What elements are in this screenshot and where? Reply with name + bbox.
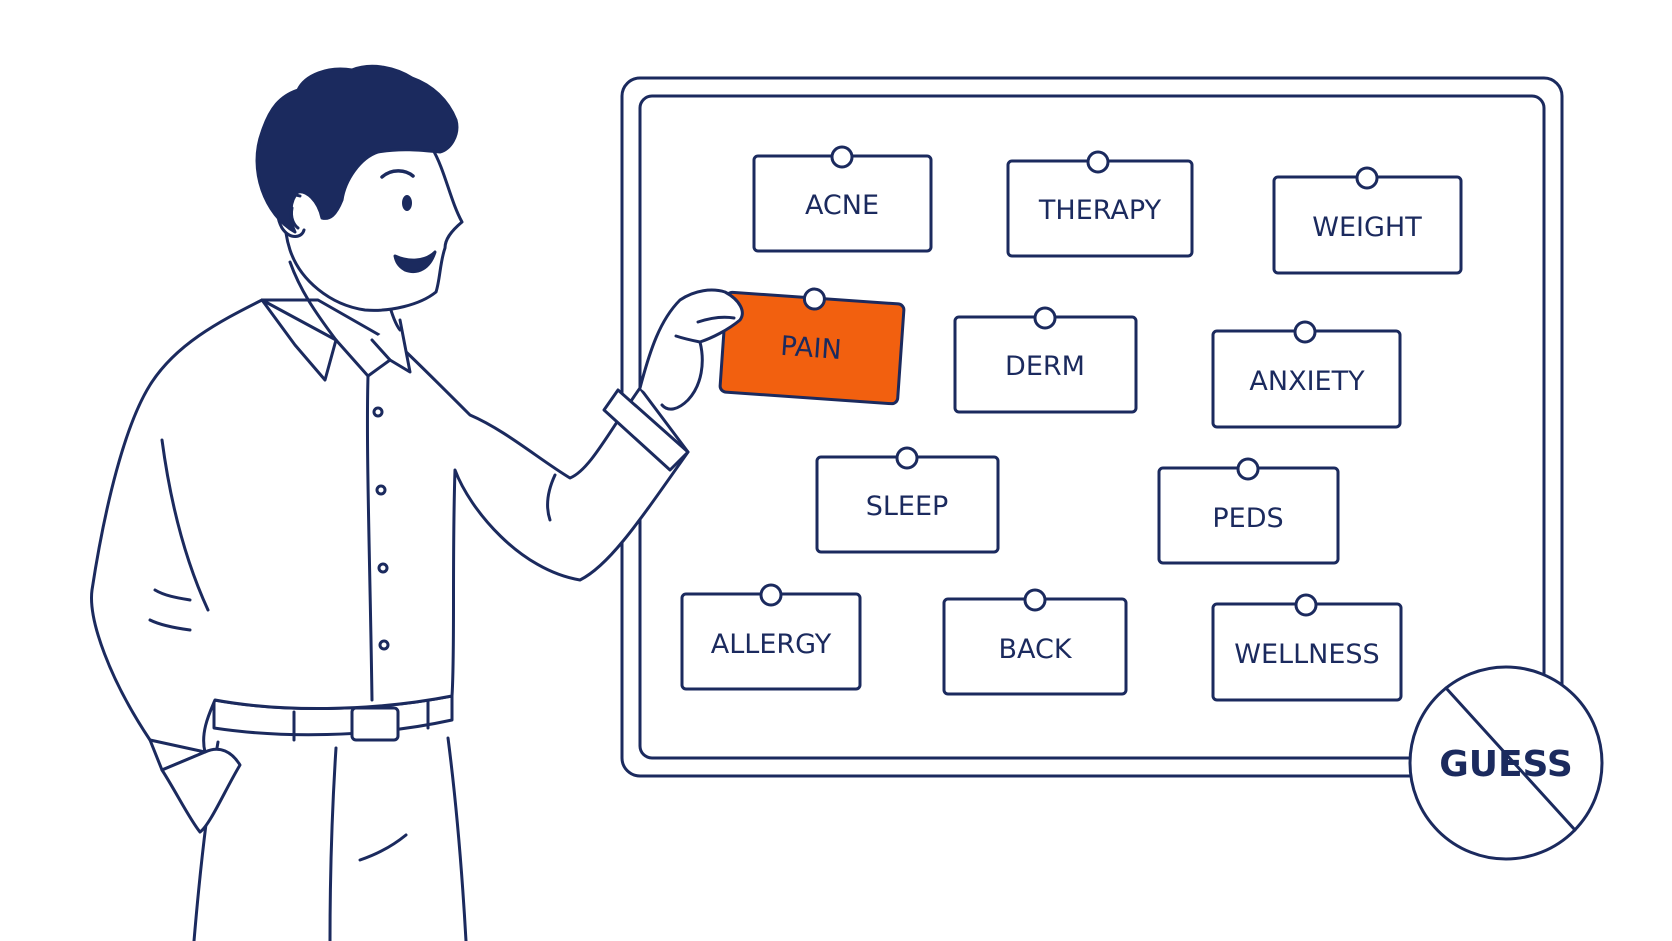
eyebrow <box>380 169 415 179</box>
tag-label: WELLNESS <box>1234 639 1379 670</box>
tag-allergy[interactable]: ALLERGY <box>680 583 862 691</box>
smile <box>393 250 437 274</box>
shirt-placket <box>365 374 390 702</box>
pin-icon <box>1023 588 1047 612</box>
shirt <box>90 298 690 772</box>
tag-label: BACK <box>998 634 1072 665</box>
pin-icon <box>802 287 826 311</box>
cuff-left <box>148 738 207 754</box>
pin-icon <box>1293 320 1317 344</box>
shirt-button <box>377 562 389 574</box>
shirt-button <box>378 639 390 651</box>
tag-label: ALLERGY <box>711 629 832 660</box>
finger <box>674 334 702 344</box>
hand-holding-tag <box>638 288 744 411</box>
tag-acne[interactable]: ACNE <box>752 145 933 253</box>
hair <box>255 64 459 234</box>
tag-peds[interactable]: PEDS <box>1157 457 1340 565</box>
shirt-button <box>372 406 384 418</box>
hand-in-pocket <box>160 747 242 834</box>
shirt-collar <box>260 298 412 382</box>
elbow-fold <box>546 473 557 522</box>
tag-pain[interactable]: PAIN <box>718 283 906 406</box>
tag-label: WEIGHT <box>1312 212 1422 243</box>
pin-icon <box>1294 593 1318 617</box>
sleeve-fold <box>148 618 192 632</box>
badge-label: GUESS <box>1439 744 1573 785</box>
tag-label: THERAPY <box>1038 195 1162 226</box>
shirt-button <box>375 484 387 496</box>
tag-label: ANXIETY <box>1249 366 1365 397</box>
tag-label: DERM <box>1005 351 1085 382</box>
cuff-right <box>602 388 690 472</box>
tag-label: PAIN <box>779 331 842 366</box>
tag-label: ACNE <box>805 190 879 221</box>
tag-therapy[interactable]: THERAPY <box>1006 150 1194 258</box>
tag-label: SLEEP <box>866 491 949 522</box>
no-guess-badge: GUESS <box>1408 665 1604 861</box>
pin-icon <box>830 145 854 169</box>
pin-icon <box>1033 306 1057 330</box>
tag-anxiety[interactable]: ANXIETY <box>1211 320 1402 429</box>
pin-icon <box>895 446 919 470</box>
pin-icon <box>1086 150 1110 174</box>
sleeve-fold <box>160 438 210 612</box>
tag-label: PEDS <box>1212 503 1283 534</box>
person <box>90 64 690 941</box>
sleeve-fold <box>153 588 192 602</box>
tag-sleep[interactable]: SLEEP <box>815 446 1000 554</box>
tag-weight[interactable]: WEIGHT <box>1272 166 1463 275</box>
tag-derm[interactable]: DERM <box>953 306 1138 414</box>
pin-icon <box>759 583 783 607</box>
tag-wellness[interactable]: WELLNESS <box>1211 593 1403 702</box>
eye <box>402 195 412 211</box>
pin-icon <box>1355 166 1379 190</box>
prohibition-slash-icon <box>1444 686 1577 832</box>
tag-back[interactable]: BACK <box>942 588 1128 696</box>
finger <box>696 315 736 324</box>
pin-icon <box>1236 457 1260 481</box>
